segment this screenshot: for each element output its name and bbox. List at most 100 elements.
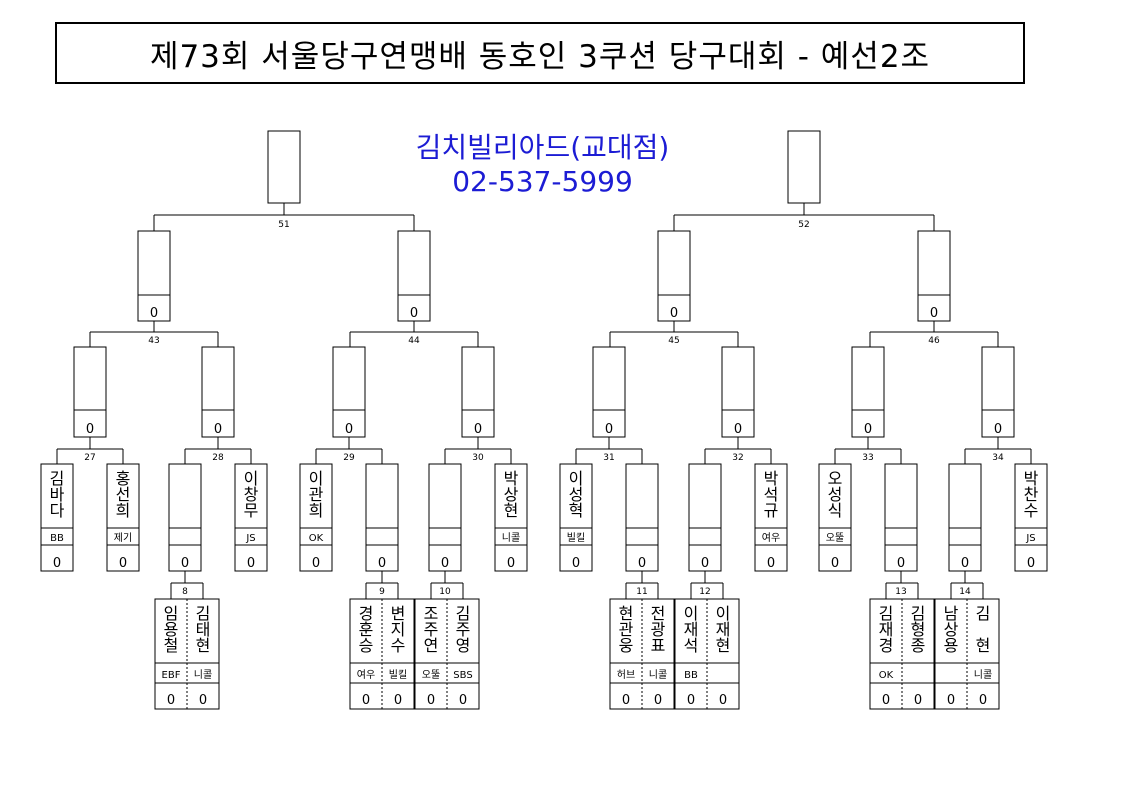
score-mark: 0 (994, 422, 1002, 437)
score-mark: 0 (719, 693, 727, 708)
player-slot (365, 463, 399, 572)
player-name: 창 (244, 485, 259, 504)
score-mark: 0 (394, 693, 402, 708)
player-name: 조 (424, 604, 439, 623)
preliminary-pair-slot (934, 598, 1000, 710)
player-name: 재 (684, 620, 699, 639)
player-name: 경 (359, 604, 374, 623)
player-name: 김 (196, 604, 211, 623)
player-slot (754, 463, 788, 572)
match-number-preliminary: 13 (895, 587, 906, 597)
score-mark: 0 (181, 556, 189, 571)
player-club: 니콜 (502, 532, 520, 544)
score-mark: 0 (53, 556, 61, 571)
score-mark: 0 (572, 556, 580, 571)
player-club: 오뚤 (422, 669, 440, 681)
score-mark: 0 (1027, 556, 1035, 571)
preliminary-pair-slot (674, 598, 740, 710)
score-mark: 0 (930, 306, 938, 321)
match-number-round1: 33 (862, 453, 873, 463)
player-name: 영 (456, 636, 471, 655)
score-mark: 0 (362, 693, 370, 708)
semifinal-slot (137, 230, 171, 322)
player-club: SBS (453, 670, 472, 681)
quarter-slot (461, 346, 495, 438)
player-name: 현 (716, 636, 731, 655)
match-number-preliminary: 14 (959, 587, 971, 597)
player-slot (559, 463, 593, 572)
score-mark: 0 (622, 693, 630, 708)
player-club: OK (309, 533, 324, 544)
player-slot (106, 463, 140, 572)
player-name: 경 (879, 636, 894, 655)
match-number-semifinal: 44 (408, 336, 420, 346)
score-mark: 0 (167, 693, 175, 708)
score-mark: 0 (459, 693, 467, 708)
tournament-title: 제73회 서울당구연맹배 동호인 3쿠션 당구대회 - 예선2조 (149, 38, 931, 75)
player-name: 종 (911, 636, 926, 655)
player-name: 희 (309, 501, 324, 520)
player-name: 형 (911, 620, 926, 639)
score-mark: 0 (605, 422, 613, 437)
score-mark: 0 (767, 556, 775, 571)
preliminary-pair-slot (869, 598, 935, 710)
player-name: 규 (764, 501, 779, 520)
player-name: 김 (456, 604, 471, 623)
player-slot (234, 463, 268, 572)
score-mark: 0 (150, 306, 158, 321)
score-mark: 0 (961, 556, 969, 571)
player-name: 현 (619, 604, 634, 623)
player-name: 석 (684, 636, 699, 655)
player-name: 남 (944, 604, 959, 623)
match-number-preliminary: 10 (439, 587, 451, 597)
score-mark: 0 (979, 693, 987, 708)
player-name: 김 (976, 604, 991, 623)
score-mark: 0 (687, 693, 695, 708)
score-mark: 0 (247, 556, 255, 571)
match-number-round1: 31 (603, 453, 614, 463)
player-club: JS (245, 533, 255, 544)
player-name: 박 (504, 469, 519, 488)
player-club: BB (684, 670, 698, 681)
match-number-final: 51 (278, 220, 289, 230)
match-number-round1: 32 (732, 453, 743, 463)
player-slot (884, 463, 918, 572)
player-name: 현 (196, 636, 211, 655)
player-name: 관 (619, 620, 634, 639)
match-number-semifinal: 43 (148, 336, 159, 346)
player-club: 여우 (357, 669, 375, 681)
quarter-slot (851, 346, 885, 438)
final-slot (787, 130, 821, 204)
player-slot (1014, 463, 1048, 572)
player-name: 지 (391, 620, 406, 639)
player-club: 니콜 (194, 669, 212, 681)
player-name: 다 (50, 501, 65, 520)
player-name: 철 (164, 636, 179, 655)
player-name: 이 (684, 604, 699, 623)
match-number-round1: 34 (992, 453, 1004, 463)
player-name: 식 (828, 501, 843, 520)
player-slot (494, 463, 528, 572)
match-number-preliminary: 11 (636, 587, 647, 597)
player-name: 표 (651, 636, 666, 655)
player-club: 니콜 (974, 669, 992, 681)
player-name: 홍 (116, 469, 131, 488)
preliminary-pair-slot (154, 598, 220, 710)
match-number-preliminary: 8 (182, 587, 188, 597)
quarter-slot (73, 346, 107, 438)
player-name: 김 (50, 469, 65, 488)
quarter-slot (201, 346, 235, 438)
player-name: 오 (828, 469, 843, 488)
score-mark: 0 (474, 422, 482, 437)
player-club: 빌킬 (567, 531, 585, 544)
player-name: 박 (1024, 469, 1039, 488)
match-number-round1: 30 (472, 453, 484, 463)
score-mark: 0 (864, 422, 872, 437)
score-mark: 0 (882, 693, 890, 708)
score-mark: 0 (410, 306, 418, 321)
player-slot (625, 463, 659, 572)
player-name: 변 (391, 604, 406, 623)
player-name: 상 (504, 485, 519, 504)
player-name: 김 (879, 604, 894, 623)
player-club: OK (879, 670, 894, 681)
